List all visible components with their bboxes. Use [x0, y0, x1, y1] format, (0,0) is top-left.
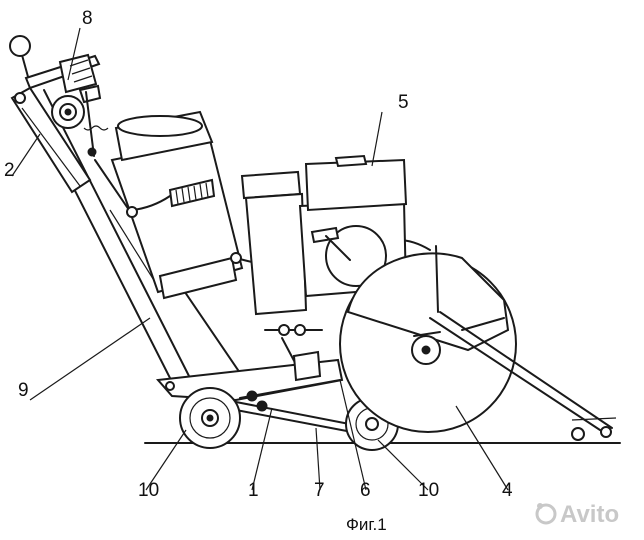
part-label-10-rear: 10	[138, 480, 159, 501]
blade-guard-arm	[429, 311, 617, 441]
watermark: Avito	[535, 501, 619, 528]
rear-wheel	[179, 387, 241, 449]
part-label-4: 4	[502, 480, 513, 501]
part-label-8: 8	[82, 8, 93, 29]
part-label-7: 7	[314, 480, 325, 501]
part-label-10-front: 10	[418, 480, 439, 501]
handle-grip	[9, 35, 101, 94]
part-label-5: 5	[398, 92, 409, 113]
watermark-text: Avito	[560, 501, 619, 528]
part-label-6: 6	[360, 480, 371, 501]
handle-bar	[10, 86, 191, 383]
depth-control-wheel	[51, 84, 109, 157]
part-label-1: 1	[248, 480, 259, 501]
saw-blade	[339, 245, 517, 433]
part-label-9: 9	[18, 380, 29, 401]
figure-caption: Фиг.1	[346, 515, 387, 534]
part-label-2: 2	[4, 160, 15, 181]
hose-fitting	[230, 252, 242, 264]
lower-link-edge	[235, 409, 353, 433]
watermark-logo-icon	[535, 503, 557, 525]
water-tank	[110, 110, 244, 300]
leader-lines	[11, 27, 509, 491]
